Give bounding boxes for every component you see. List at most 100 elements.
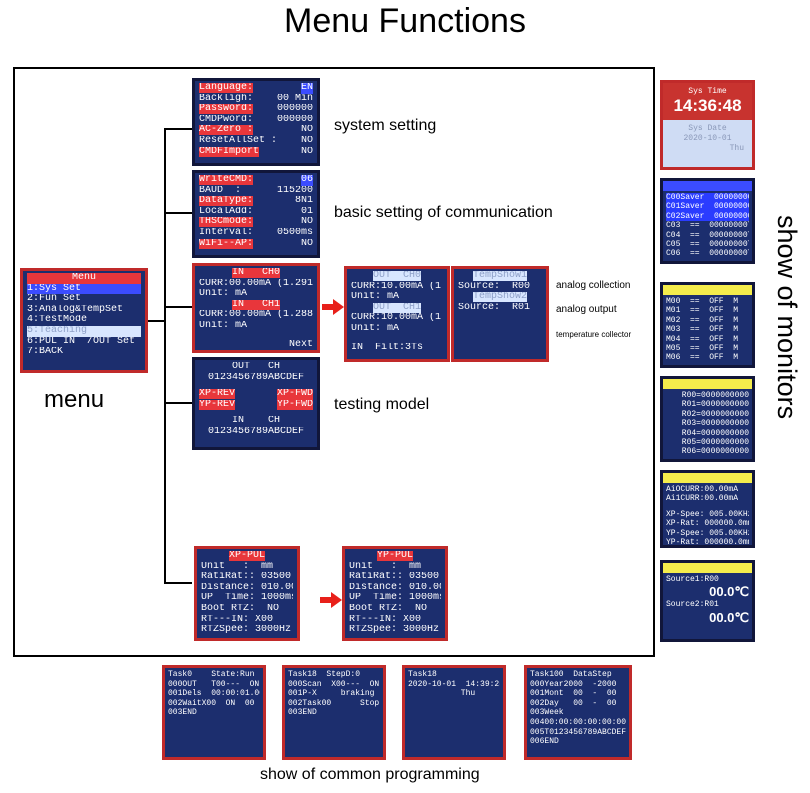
connector-trunk <box>164 128 166 583</box>
monitor-registers: R00=0000000000 R01=0000000000 R02=000000… <box>660 376 755 462</box>
sys-val[interactable]: 000000 <box>276 104 313 115</box>
monitor-analog: AiOCURR:00.00mA Ai1CURR:00.00mA XP-Spee:… <box>660 470 755 548</box>
saver-row: C02Saver 00000000Ts <box>666 211 749 222</box>
connector-stub <box>148 320 165 322</box>
analog-mon-row: Ai1CURR:00.00mA <box>666 494 739 504</box>
comm-val[interactable]: 06 <box>300 175 313 186</box>
comm-key: DataType: <box>199 196 254 207</box>
bottom-label: show of common programming <box>260 766 480 783</box>
side-label: show of monitors <box>772 215 802 420</box>
sys-val[interactable]: NO <box>300 146 313 157</box>
yp-pul-header: YP-PUL <box>376 551 413 561</box>
comm-key: THSCmode: <box>199 217 254 228</box>
page-title: Menu Functions <box>284 2 526 40</box>
program-line: Task18 StepD:0 <box>288 670 361 679</box>
register-row: R02=0000000000 <box>681 409 749 419</box>
caption-analog-output: analog output <box>556 304 617 315</box>
program-line: 006END <box>530 737 559 747</box>
yp-pul-line: RatiRat:: 03500 <box>349 572 440 583</box>
xp-pul-line: RTZSpee: 3000Hz <box>201 625 292 636</box>
menu-item[interactable]: 6:PUL IN /OUT Set <box>27 336 136 347</box>
program-line: Thu <box>408 689 476 699</box>
test-in-bits: 0123456789ABCDEF <box>207 426 304 437</box>
xp-fwd-button[interactable]: XP-FWD <box>276 389 313 400</box>
xp-rev-button[interactable]: XP-REV <box>199 389 236 400</box>
menu-item[interactable]: 5:Teaching <box>27 325 141 337</box>
yp-pul-line: RTZSpee: 3000Hz <box>349 625 440 636</box>
saver-row: C03 == 00000000Ts <box>666 221 749 231</box>
analog-out-line: CURR:10.00mA (1.000) <box>351 281 443 292</box>
analog-ch0-header: IN CH0 <box>231 268 280 278</box>
mbit-row: M05 == OFF M <box>666 343 739 353</box>
menu-item[interactable]: 3:Analog&TempSet <box>27 304 124 315</box>
sys-val[interactable]: NO <box>300 135 313 146</box>
arrow-right-icon <box>320 592 342 608</box>
comm-val[interactable]: NO <box>300 217 313 228</box>
menu-item[interactable]: 1:Sys Set <box>27 283 141 295</box>
program-line: 000Year2000 -2000 <box>530 679 617 689</box>
analog-out-ch0-header: OUT CH0 <box>372 271 421 281</box>
connector-branch <box>164 582 192 584</box>
analog-mon-row: XP-Rat: 000000.0mm <box>666 519 749 529</box>
comm-val[interactable]: 8N1 <box>294 196 313 207</box>
yp-fwd-button[interactable]: YP-FWD <box>276 399 313 411</box>
monitor-mbits: M00 == OFF M M01 == OFF M M02 == OFF M M… <box>660 282 755 368</box>
program-line: 003Week <box>530 708 564 718</box>
sys-val[interactable]: EN <box>300 83 313 94</box>
comm-key: WriteCMD: <box>199 175 254 185</box>
analog-mon-row: XP-Spee: 005.00KHz <box>666 509 749 519</box>
filter-line: IN Filt:3Ts <box>351 342 424 353</box>
menu-item[interactable]: 4:TestMode <box>27 315 88 326</box>
sys-val[interactable]: NO <box>300 125 313 136</box>
sys-key: Language: <box>199 83 254 93</box>
test-in-header: IN CH <box>231 416 280 427</box>
analog-line: CURR:00.00mA (1.288) <box>199 310 313 321</box>
sys-key: CMDFImport <box>199 146 260 157</box>
sys-val[interactable]: 00 Min <box>276 93 313 104</box>
caption-system: system setting <box>334 117 437 134</box>
analog-ch1-header: IN CH1 <box>231 299 280 310</box>
comm-val[interactable]: 0500ms <box>276 227 313 238</box>
program-line: 001Mont 00 - 00 <box>530 689 617 699</box>
menu-item[interactable]: 2:Fun Set <box>27 294 82 305</box>
program-line: Task0 State:Run <box>168 670 255 679</box>
yp-pul-line: Unit : mm <box>349 561 422 572</box>
mbit-row: M06 == OFF M <box>666 353 739 363</box>
connector-branch <box>164 306 192 308</box>
xp-pul-screen: XP-PUL Unit : mm RatiRat:: 03500 Distanc… <box>194 546 300 641</box>
clock-label: Sys Time <box>688 87 727 96</box>
yp-pul-line: Distance: 010.00mm <box>349 582 441 593</box>
mbit-row: M01 == OFF M <box>666 306 739 316</box>
analog-line: CURR:00.00mA (1.291) <box>199 278 313 289</box>
mbit-row: M04 == OFF M <box>666 334 739 344</box>
sys-val[interactable]: 000000 <box>276 114 313 125</box>
connector-branch <box>164 212 192 214</box>
register-row: R04=0000000000 <box>681 428 749 438</box>
temp-val2: 00.0℃ <box>709 609 749 625</box>
xp-pul-header: XP-PUL <box>228 551 265 561</box>
temp-screen: TempShow1 Source: R00 TempShow2 Source: … <box>451 266 549 362</box>
next-button[interactable]: Next <box>288 339 313 350</box>
saver-row: C00Saver 00000000Ts <box>666 193 749 203</box>
comm-key: BAUD : <box>199 185 242 196</box>
caption-comm: basic setting of communication <box>334 204 553 221</box>
diagram-frame <box>13 67 655 657</box>
comm-val[interactable]: 115200 <box>276 185 313 196</box>
yp-rev-button[interactable]: YP-REV <box>199 399 236 410</box>
xp-pul-line: UP Time: 1000ms <box>201 593 293 604</box>
menu-item[interactable]: 7:BACK <box>27 347 64 358</box>
program-line: 002Day 00 - 00 <box>530 698 617 708</box>
xp-pul-line: Boot RTZ: NO <box>201 603 280 614</box>
register-row: R05=0000000000 <box>681 437 749 447</box>
test-out-header: OUT CH <box>231 362 280 372</box>
temp-source-1[interactable]: Source: R00 <box>458 281 531 292</box>
test-out-bits: 0123456789ABCDEF <box>207 372 304 383</box>
program-screen-4: Task100 DataStep 000Year2000 -2000 001Mo… <box>524 665 632 760</box>
comm-val[interactable]: 01 <box>300 206 313 217</box>
testing-screen: OUT CH 0123456789ABCDEF XP-REV XP-FWD YP-… <box>192 357 320 450</box>
comm-val[interactable]: NO <box>300 238 313 249</box>
program-screen-1: Task0 State:Run 000OUT T00--- ON 001Dels… <box>162 665 266 760</box>
clock-date: 2020-10-01 <box>683 134 732 144</box>
arrow-right-icon <box>322 299 344 315</box>
temp-source-2[interactable]: Source: R01 <box>458 302 531 313</box>
